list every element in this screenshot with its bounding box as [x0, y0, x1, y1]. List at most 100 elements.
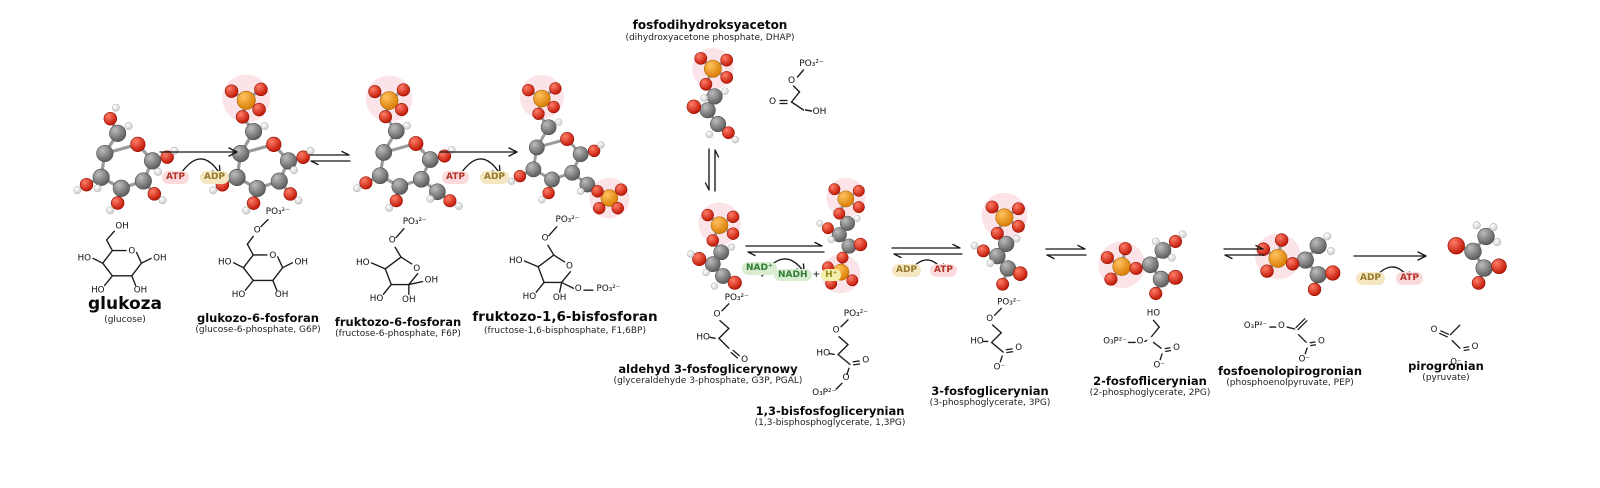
f6p-subtitle: (fructose-6-phosphate, F6P) [335, 329, 461, 340]
svg-text:O: O [413, 264, 420, 274]
nad-badge: NAD⁺ [742, 262, 777, 275]
svg-text:OH: OH [402, 295, 416, 305]
nadh-group: NADH+H⁺ [774, 262, 842, 281]
svg-text:O: O [842, 373, 849, 383]
f16bp-name: fruktozo-1,6-bisfosforan [472, 309, 658, 325]
svg-text:PO₃²⁻: PO₃²⁻ [556, 215, 580, 225]
bpg13-name: 1,3-bisfosfoglicerynian [755, 404, 905, 418]
svg-text:O: O [1278, 321, 1285, 331]
arrow-f6p-to-f16bp: ATP ADP [434, 138, 526, 190]
pg3-label: 3-fosfoglicerynian (3-phosphoglycerate, … [930, 384, 1051, 410]
svg-text:OH: OH [134, 285, 147, 295]
svg-text:O: O [542, 233, 549, 243]
pg2-subtitle: (2-phosphoglycerate, 2PG) [1089, 388, 1211, 399]
svg-text:O: O [833, 326, 840, 336]
bpg13-formula: PO₃²⁻ O HO O O O₃P²⁻ [812, 309, 869, 398]
atp-badge: ATP [930, 264, 958, 277]
adp-badge: ADP [200, 171, 230, 184]
pep-formula: O₃P²⁻ O O O⁻ [1244, 317, 1325, 364]
svg-text:OH: OH [115, 221, 128, 231]
svg-text:HO: HO [816, 348, 830, 358]
svg-text:O: O [769, 97, 776, 107]
eq-arrow-pg2-pep [1220, 242, 1268, 262]
svg-text:PO₃²⁻: PO₃²⁻ [844, 309, 868, 319]
eq-arrow-dhap-g3p [702, 144, 722, 196]
svg-text:O: O [1318, 336, 1325, 346]
arrow-pep-to-pyruvate: ADP ATP [1350, 246, 1434, 296]
svg-text:OH: OH [294, 258, 308, 268]
adp-badge: ADP [892, 264, 922, 277]
g6p-subtitle: (glucose-6-phosphate, G6P) [195, 325, 321, 336]
f16bp-3d-model [507, 74, 630, 219]
pg2-3d-model [1098, 230, 1187, 300]
svg-text:PO₃²⁻: PO₃²⁻ [266, 207, 290, 217]
f16bp-subtitle: (fructose-1,6-bisphosphate, F1,6BP) [484, 325, 646, 336]
svg-text:O⁻: O⁻ [1299, 354, 1310, 364]
svg-text:O: O [389, 235, 396, 245]
pyruvate-3d-model [1447, 221, 1507, 290]
dhap-subtitle: (dihydroxyacetone phosphate, DHAP) [625, 33, 795, 43]
g6p-name: glukozo-6-fosforan [196, 311, 319, 325]
h-plus-badge: H⁺ [821, 269, 842, 281]
svg-text:HO: HO [218, 258, 232, 268]
svg-text:O: O [741, 355, 748, 365]
nadh-badge: NADH [774, 269, 812, 281]
svg-text:O: O [269, 251, 276, 261]
svg-text:OH: OH [425, 276, 439, 286]
svg-text:PO₃²⁻: PO₃²⁻ [725, 293, 749, 303]
pyruvate-name: pirogronian [1408, 359, 1484, 373]
svg-text:PO₃²⁻: PO₃²⁻ [799, 59, 824, 69]
g6p-label: glukozo-6-fosforan (glucose-6-phosphate,… [195, 311, 320, 337]
svg-text:O₃P²⁻: O₃P²⁻ [1103, 336, 1126, 346]
svg-text:O: O [575, 284, 582, 294]
atp-badge: ATP [1396, 272, 1424, 285]
atp-badge: ATP [442, 171, 470, 184]
dhap-label: fosfodihydroksyaceton (dihydroxyacetone … [625, 18, 794, 45]
glucose-subtitle: (glucose) [104, 315, 146, 326]
g3p-subtitle: (glyceraldehyde 3-phosphate, G3P, PGAL) [613, 376, 803, 387]
svg-text:PO₃²⁻: PO₃²⁻ [597, 284, 621, 294]
svg-text:O: O [1173, 343, 1180, 353]
svg-text:HO: HO [1147, 309, 1160, 319]
svg-text:O⁻: O⁻ [1450, 357, 1461, 367]
svg-text:HO: HO [509, 256, 523, 266]
pg2-label: 2-fosfoflicerynian (2-phosphoglycerate, … [1090, 374, 1211, 400]
svg-text:PO₃²⁻: PO₃²⁻ [403, 217, 427, 227]
svg-text:HO: HO [370, 294, 384, 304]
g3p-3d-model [687, 202, 742, 290]
pep-label: fosfoenolopirogronian (phosphoenolpyruva… [1218, 364, 1362, 390]
bpg13-subtitle: (1,3-bisphosphoglycerate, 1,3PG) [754, 418, 906, 429]
svg-text:HO: HO [696, 332, 710, 342]
svg-text:HO: HO [232, 290, 246, 300]
glucose-3d-model [73, 103, 179, 215]
svg-text:HO: HO [78, 253, 92, 263]
svg-text:O: O [862, 355, 869, 365]
pg2-name: 2-fosfoflicerynian [1093, 374, 1207, 388]
svg-text:O₃P²⁻: O₃P²⁻ [812, 388, 836, 398]
svg-text:O: O [788, 76, 795, 86]
dhap-3d-model [686, 48, 740, 144]
svg-text:O⁻: O⁻ [1154, 360, 1165, 370]
pg3-subtitle: (3-phosphoglycerate, 3PG) [929, 398, 1051, 409]
eq-arrow-g6p-f6p [306, 148, 354, 168]
pyruvate-subtitle: (pyruvate) [1422, 373, 1470, 384]
svg-text:O: O [1431, 325, 1438, 335]
pyruvate-formula: O O O⁻ [1431, 324, 1479, 367]
g3p-name: aldehyd 3-fosfoglicerynowy [618, 362, 798, 376]
svg-text:PO₃²⁻: PO₃²⁻ [997, 298, 1021, 308]
glucose-label: glukoza (glucose) [88, 294, 162, 327]
pep-subtitle: (phosphoenolpyruvate, PEP) [1226, 378, 1354, 389]
pg3-name: 3-fosfoglicerynian [931, 384, 1049, 398]
pep-name: fosfoenolopirogronian [1217, 364, 1363, 378]
f16bp-label: fruktozo-1,6-bisfosforan (fructose-1,6-b… [472, 309, 657, 338]
f6p-3d-model [353, 75, 463, 212]
dhap-name: fosfodihydroksyaceton [632, 18, 788, 32]
svg-text:O: O [1472, 342, 1479, 352]
svg-text:O₃P²⁻: O₃P²⁻ [1244, 321, 1267, 331]
eq-arrow-pg3-pg2 [1042, 242, 1090, 262]
